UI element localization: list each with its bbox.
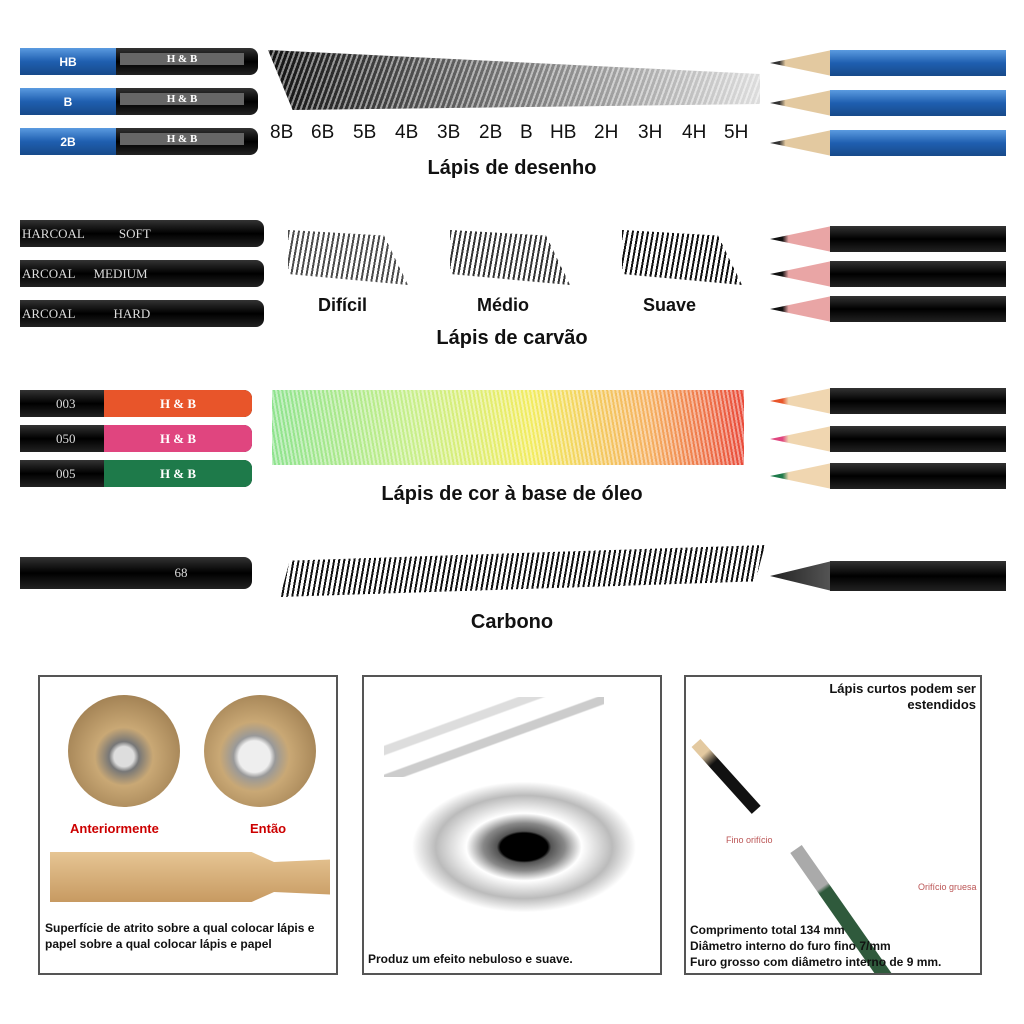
colored-pencil-tip-orange [770, 388, 1006, 414]
spec-line: Comprimento total 134 mm [690, 923, 845, 937]
color-gradient-swatch [272, 390, 744, 465]
grade-label: 8B [270, 122, 294, 143]
colored-pencil-050: 050 H & B [20, 425, 252, 452]
callout-thick-hole: Orifício gruesa [918, 882, 977, 892]
grade-label: 3H [638, 122, 663, 143]
graphite-pencil-tip [770, 130, 1006, 156]
pencil-brand: H & B [120, 53, 244, 65]
grade-label: 3B [437, 122, 461, 143]
sandpaper-block [50, 852, 330, 902]
pencil-grade: HB [20, 48, 116, 75]
pencil-label: ARCOAL [22, 265, 76, 281]
grade-label: B [520, 122, 533, 143]
graphite-pencil-tip [770, 50, 1006, 76]
section-title-graphite: Lápis de desenho [427, 157, 597, 179]
charcoal-pencil-tip [770, 296, 1006, 322]
callout-fine-hole: Fino orifício [726, 835, 773, 845]
colored-pencil-003: 003 H & B [20, 390, 252, 417]
label-medium: Médio [477, 295, 529, 315]
grade-label: 2B [479, 122, 503, 143]
pencil-grade: 68 [174, 565, 188, 580]
colored-pencil-005: 005 H & B [20, 460, 252, 487]
graphite-pencil-tip [770, 90, 1006, 116]
carbon-sample [280, 545, 765, 597]
panel-caption: Produz um efeito nebuloso e suave. [368, 952, 573, 966]
pencil-brand: H & B [120, 93, 244, 105]
panel-sandpaper-block: Anteriormente Então Superfície de atrito… [38, 675, 338, 975]
grade-label: 5H [724, 122, 749, 143]
eye-drawing [404, 777, 644, 917]
pencil-grade: B [20, 88, 116, 115]
short-pencil [691, 738, 761, 814]
section-title-colored: Lápis de cor à base de óleo [381, 483, 643, 505]
pencil-hardness: HARD [113, 305, 151, 321]
grade-label: 2H [594, 122, 619, 143]
spec-line: Furo grosso com diâmetro interno de 9 mm… [690, 955, 942, 969]
pencil-label: ARCOAL [22, 305, 76, 321]
label-after: Então [250, 821, 287, 836]
grade-label: 4B [395, 122, 419, 143]
charcoal-sample-soft [622, 230, 742, 285]
panel-caption: Superfície de atrito sobre a qual coloca… [45, 921, 315, 951]
pencil-hb: HB H & B [20, 48, 258, 75]
before-image [68, 695, 180, 807]
grade-label: 4H [682, 122, 707, 143]
grade-label: 6B [311, 122, 335, 143]
pencil-code: 003 [56, 395, 76, 411]
grade-label: HB [550, 122, 577, 143]
charcoal-sample-medium [450, 230, 570, 285]
label-hard: Difícil [318, 295, 368, 315]
label-before: Anteriormente [70, 821, 159, 836]
colored-pencil-tip-green [770, 463, 1006, 489]
pencil-hardness: MEDIUM [93, 265, 148, 281]
pencil-brand: H & B [120, 133, 244, 145]
colored-pencil-tip-pink [770, 426, 1006, 452]
grade-label: 5B [353, 122, 377, 143]
charcoal-pencil-soft: HARCOAL SOFT [20, 220, 264, 247]
charcoal-sample-hard [288, 230, 408, 285]
pencil-grade: 2B [20, 128, 116, 155]
charcoal-pencil-tip [770, 261, 1006, 287]
spec-line: Diâmetro interno do furo fino 7/mm [690, 939, 891, 953]
blending-stumps [384, 697, 604, 777]
label-soft: Suave [643, 295, 697, 315]
pencil-2b: 2B H & B [20, 128, 258, 155]
pencil-brand: H & B [104, 390, 252, 417]
pencil-brand: H & B [104, 425, 252, 452]
charcoal-pencil-hard: ARCOAL HARD [20, 300, 264, 327]
section-title-charcoal: Lápis de carvão [436, 327, 588, 349]
panel-blending-stump: Produz um efeito nebuloso e suave. [362, 675, 662, 975]
pencil-hardness: SOFT [118, 225, 151, 241]
pencil-code: 050 [56, 430, 76, 446]
pencil-code: 005 [56, 465, 76, 481]
section-title-carbon: Carbono [470, 611, 554, 633]
panel-pencil-extender: Lápis curtos podem ser estendidos Fino o… [684, 675, 982, 975]
charcoal-pencil-medium: ARCOAL MEDIUM [20, 260, 264, 287]
carbon-pencil: 68 [20, 557, 252, 589]
pencil-label: HARCOAL [22, 225, 85, 241]
after-image [204, 695, 316, 807]
carbon-pencil-tip [770, 561, 1006, 591]
charcoal-pencil-tip [770, 226, 1006, 252]
graphite-gradient-strokes [268, 50, 760, 110]
panel-heading: Lápis curtos podem ser estendidos [829, 681, 976, 712]
pencil-brand: H & B [104, 460, 252, 487]
